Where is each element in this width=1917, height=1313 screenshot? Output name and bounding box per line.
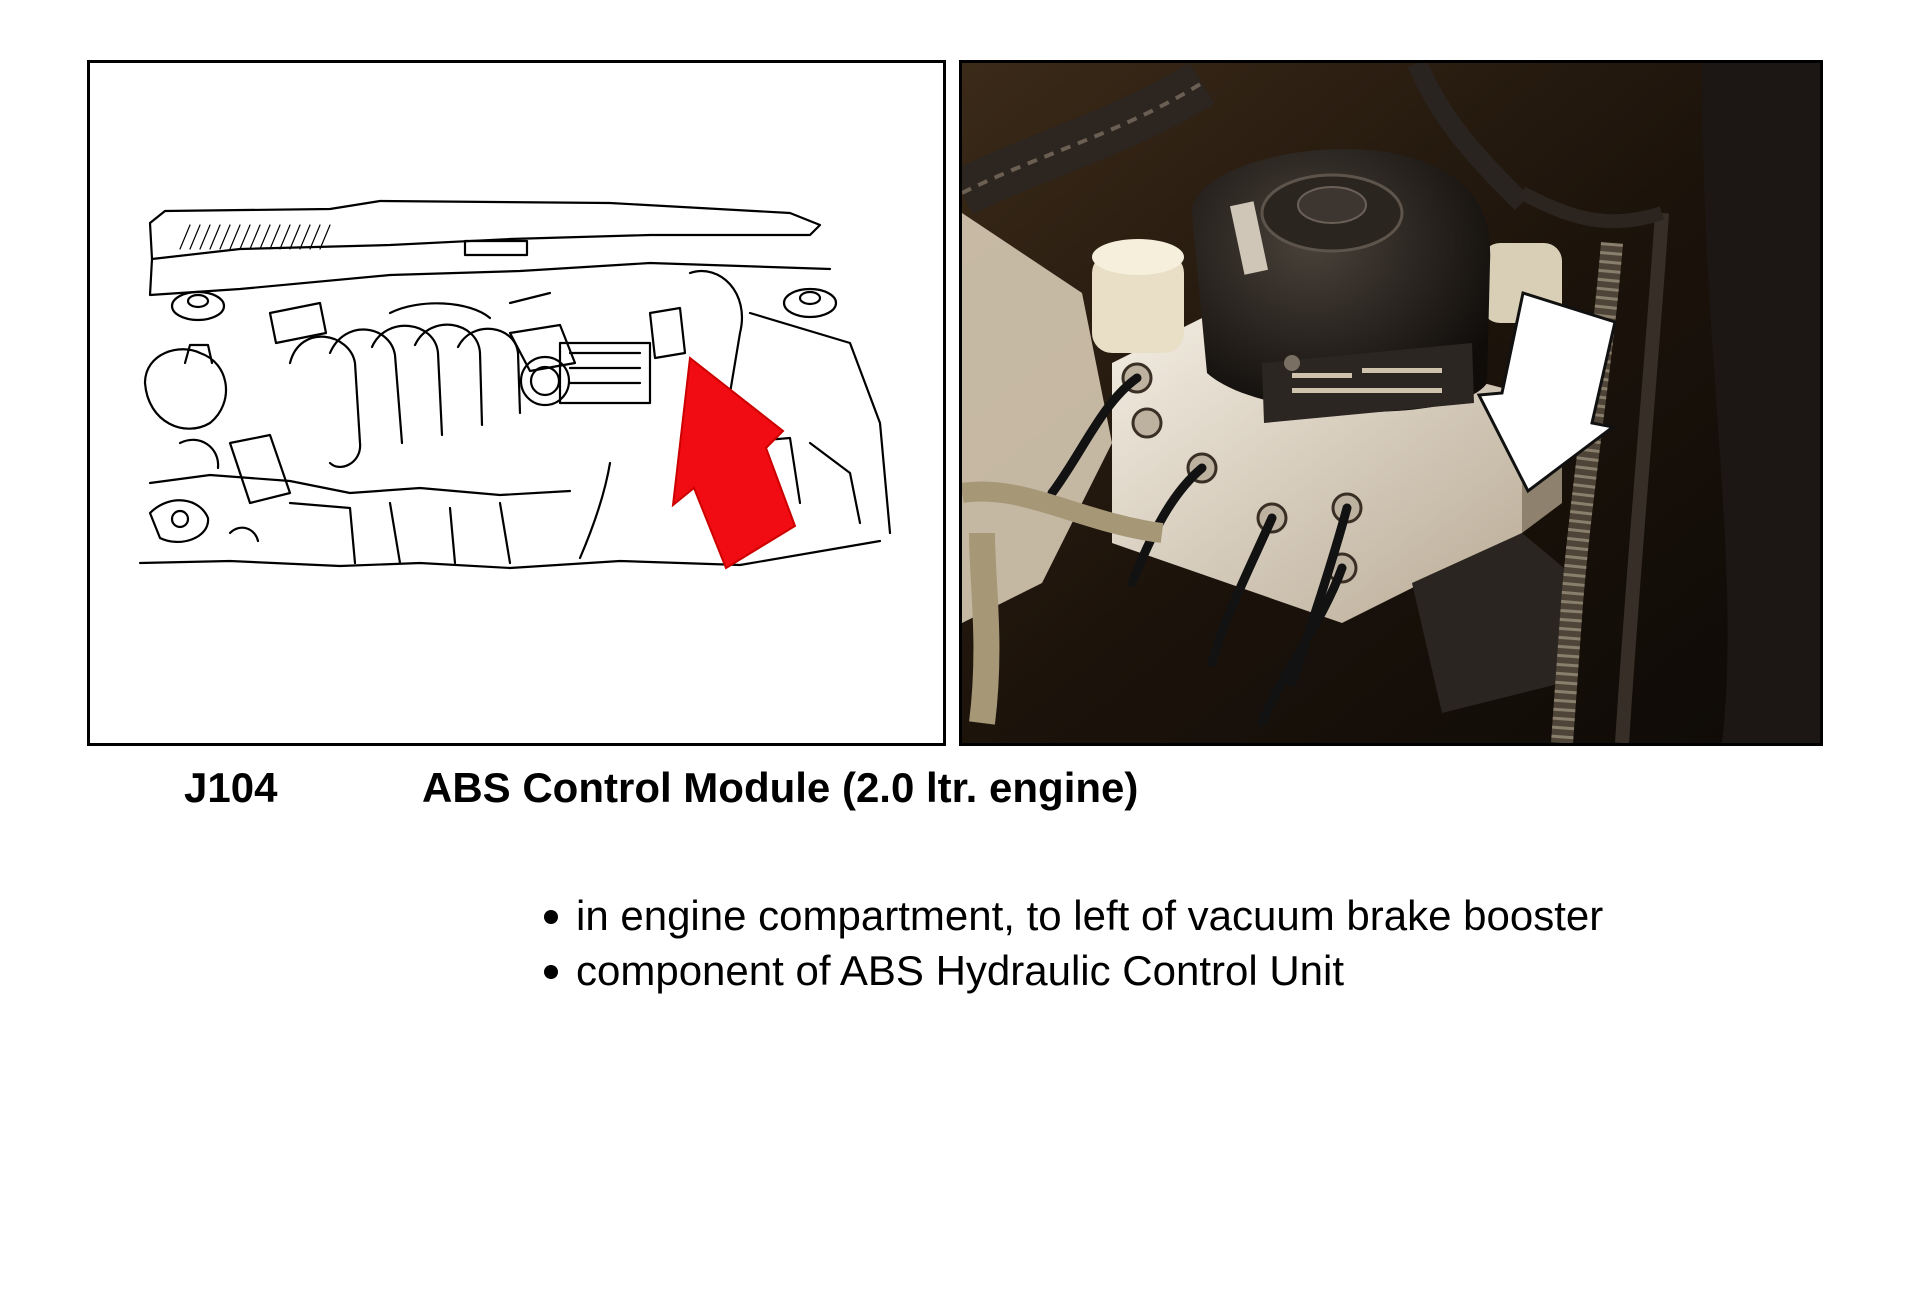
list-item: in engine compartment, to left of vacuum… <box>540 888 1606 943</box>
diagram-arrow <box>671 356 797 570</box>
bullet-dot-icon <box>544 910 558 924</box>
photo-arrow <box>1476 291 1617 494</box>
bullet-text: component of ABS Hydraulic Control Unit <box>576 947 1345 994</box>
component-code: J104 <box>184 764 278 811</box>
bullet-text: in engine compartment, to left of vacuum… <box>576 892 1604 939</box>
abs-photo-illustration <box>962 63 1820 743</box>
engine-compartment-diagram <box>87 60 946 746</box>
location-notes: in engine compartment, to left of vacuum… <box>540 888 1660 998</box>
component-title: ABS Control Module (2.0 ltr. engine) <box>422 764 1139 811</box>
engine-line-drawing <box>138 199 892 570</box>
abs-unit-photo <box>959 60 1823 746</box>
bullet-dot-icon <box>544 965 558 979</box>
list-item: component of ABS Hydraulic Control Unit <box>540 943 1606 998</box>
